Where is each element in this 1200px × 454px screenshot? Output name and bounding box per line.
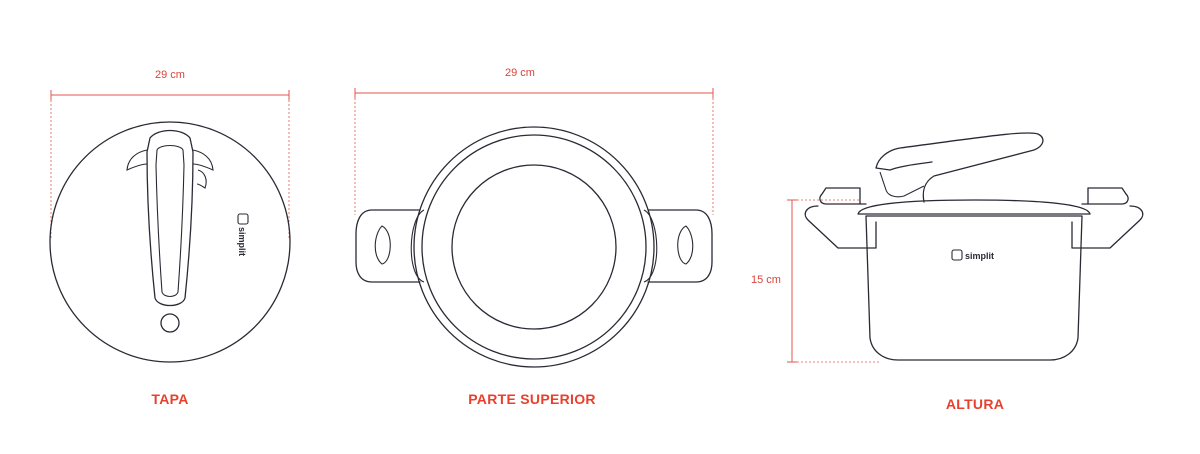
- lid-lever-hinge: [879, 171, 925, 198]
- top-width-label: 29 cm: [505, 67, 535, 79]
- lid-width-label: 29 cm: [155, 69, 185, 81]
- lid-handle-latch: [196, 169, 207, 189]
- lid-view: 29 cm simplit TAPA: [49, 69, 291, 407]
- pot-base: [451, 164, 617, 330]
- lid-handle-clip-right: [192, 149, 214, 171]
- pot-body: [865, 215, 1083, 361]
- top-handle-right-grip: [677, 225, 694, 265]
- lid-handle: [146, 129, 194, 307]
- pot-lid: [857, 199, 1091, 215]
- top-handle-right: [647, 209, 713, 283]
- top-handle-right-edge: [643, 209, 658, 283]
- brand-mark-icon: [951, 249, 963, 261]
- brand-mark-icon: [237, 213, 249, 225]
- pot-rim-outer: [413, 126, 655, 368]
- lid-handle-inner: [155, 144, 185, 298]
- side-height-label: 15 cm: [751, 274, 781, 286]
- top-view: 29 cm PARTE SUPERIOR: [354, 67, 714, 407]
- top-handle-left-grip: [374, 225, 391, 265]
- lid-lever-handle: [875, 132, 1044, 203]
- side-caption: ALTURA: [946, 396, 1004, 412]
- lid-brand-text: simplit: [237, 227, 247, 256]
- lid-brand-logo: simplit: [237, 213, 249, 256]
- lid-caption: TAPA: [151, 391, 188, 407]
- side-brand-text: simplit: [965, 251, 994, 261]
- lid-handle-clip-left: [126, 149, 148, 171]
- lid-outline: [49, 121, 291, 363]
- pot-rim-inner: [421, 134, 647, 360]
- top-caption: PARTE SUPERIOR: [468, 391, 596, 407]
- side-view: 15 cm simplit ALTURA: [751, 132, 1144, 412]
- top-handle-left-edge: [410, 209, 425, 283]
- top-handle-left: [355, 209, 421, 283]
- side-handle-left: [804, 187, 877, 249]
- lid-valve: [160, 313, 180, 333]
- side-handle-right: [1071, 187, 1144, 249]
- side-brand-logo: simplit: [951, 249, 994, 261]
